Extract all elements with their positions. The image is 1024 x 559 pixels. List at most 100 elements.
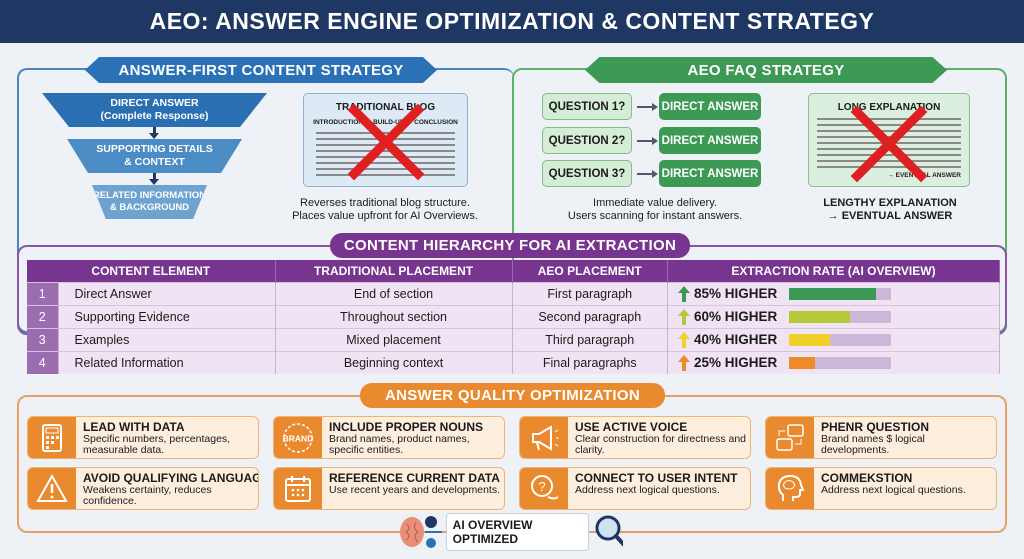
extraction-rate: 40% HIGHER bbox=[693, 332, 778, 347]
row-number: 1 bbox=[27, 281, 59, 305]
direct-answer-3: DIRECT ANSWER bbox=[659, 160, 761, 187]
card-description: Address next logical questions. bbox=[575, 484, 720, 496]
table-row: 2 Supporting Evidence Throughout section… bbox=[27, 304, 1001, 328]
x-mark-icon bbox=[347, 103, 425, 181]
card-description: Brand names $ logical developments. bbox=[821, 433, 925, 456]
aeo-placement: First paragraph bbox=[512, 281, 668, 305]
table-row: 3 Examples Mixed placement Third paragra… bbox=[27, 327, 1001, 351]
question-bubble-icon: ? bbox=[520, 468, 568, 509]
up-arrow-icon bbox=[677, 354, 690, 371]
aeo-placement: Second paragraph bbox=[512, 304, 668, 328]
x-mark-icon bbox=[850, 105, 928, 183]
extraction-rate: 60% HIGHER bbox=[693, 309, 778, 324]
svg-text:BRAND: BRAND bbox=[283, 433, 314, 443]
quality-card: AVOID QUALIFYING LANGUAGE Weakens certai… bbox=[27, 467, 259, 510]
brain-gear-icon bbox=[400, 516, 442, 548]
traditional-placement: End of section bbox=[275, 281, 513, 305]
traditional-placement: Mixed placement bbox=[275, 327, 513, 351]
extraction-rate-cell: 85% HIGHER bbox=[667, 281, 1001, 305]
extraction-rate-cell: 40% HIGHER bbox=[667, 327, 1001, 351]
ai-overview-badge: AI OVERVIEW OPTIMIZED bbox=[398, 512, 623, 552]
extraction-rate-fill bbox=[789, 310, 851, 323]
card-description: Address next logical questions. bbox=[821, 484, 966, 496]
content-element: Related Information bbox=[58, 350, 276, 374]
quality-card: BRAND INCLUDE PROPER NOUNS Brand names, … bbox=[273, 416, 505, 459]
brain-head-icon bbox=[766, 468, 814, 509]
extraction-rate-cell: 60% HIGHER bbox=[667, 304, 1001, 328]
up-arrow-icon bbox=[677, 331, 690, 348]
card-title: PHENR QUESTION bbox=[821, 420, 930, 434]
extraction-rate-fill bbox=[789, 287, 876, 300]
faq-heading: AEO FAQ STRATEGY bbox=[585, 57, 947, 83]
faq-caption-1: Immediate value delivery. bbox=[593, 197, 717, 209]
right-arrow-icon bbox=[637, 170, 658, 178]
card-title: USE ACTIVE VOICE bbox=[575, 420, 688, 434]
funnel-sublabel: & CONTEXT bbox=[124, 156, 185, 168]
card-description: Clear construction for directness and cl… bbox=[575, 433, 746, 456]
content-element: Supporting Evidence bbox=[58, 304, 276, 328]
question-1: QUESTION 1? bbox=[542, 93, 632, 120]
row-number: 2 bbox=[27, 304, 59, 328]
blog-caption-2: Places value upfront for AI Overviews. bbox=[292, 210, 478, 222]
card-title: REFERENCE CURRENT DATA bbox=[329, 471, 500, 485]
traditional-blog-card: TRADITIONAL BLOG INTRODUCTION → BUILD-UP… bbox=[303, 93, 468, 187]
aeo-placement: Final paragraphs bbox=[512, 350, 668, 374]
traditional-placement: Beginning context bbox=[275, 350, 513, 374]
extraction-rate-bar bbox=[789, 333, 892, 346]
content-element: Examples bbox=[58, 327, 276, 351]
calendar-icon bbox=[274, 468, 322, 509]
down-arrow-icon bbox=[149, 173, 159, 185]
quality-card: USE ACTIVE VOICE Clear construction for … bbox=[519, 416, 751, 459]
ai-overview-label: AI OVERVIEW OPTIMIZED bbox=[445, 513, 590, 551]
card-description: Weakens certainty, reduces confidence. bbox=[83, 484, 212, 507]
direct-answer-1: DIRECT ANSWER bbox=[659, 93, 761, 120]
funnel-direct-answer: DIRECT ANSWER(Complete Response) bbox=[42, 93, 267, 127]
question-3: QUESTION 3? bbox=[542, 160, 632, 187]
funnel-supporting-details: SUPPORTING DETAILS& CONTEXT bbox=[67, 139, 242, 173]
warning-icon bbox=[28, 468, 76, 509]
blog-title: TRADITIONAL BLOG bbox=[335, 102, 436, 113]
chat-bubbles-icon bbox=[766, 417, 814, 458]
megaphone-icon bbox=[520, 417, 568, 458]
row-number: 4 bbox=[27, 350, 59, 374]
traditional-placement: Throughout section bbox=[275, 304, 513, 328]
card-title: CONNECT TO USER INTENT bbox=[575, 471, 738, 485]
long-caption-1: LENGTHY EXPLANATION bbox=[823, 197, 957, 209]
funnel-sublabel: & BACKGROUND bbox=[109, 202, 190, 213]
long-explanation-card: LONG EXPLANATION → EVENTUAL ANSWER bbox=[808, 93, 970, 187]
card-title: LEAD WITH DATA bbox=[83, 420, 185, 434]
extraction-rate-cell: 25% HIGHER bbox=[667, 350, 1001, 374]
content-element: Direct Answer bbox=[58, 281, 276, 305]
table-row: 1 Direct Answer End of section First par… bbox=[27, 281, 1001, 305]
card-title: COMMEKSTION bbox=[821, 471, 913, 485]
quality-card: REFERENCE CURRENT DATA Use recent years … bbox=[273, 467, 505, 510]
funnel-label: SUPPORTING DETAILS bbox=[96, 143, 213, 155]
funnel-sublabel: (Complete Response) bbox=[100, 110, 209, 122]
extraction-rate: 85% HIGHER bbox=[693, 286, 778, 301]
col-traditional: TRADITIONAL PLACEMENT bbox=[275, 260, 513, 282]
quality-card: LEAD WITH DATA Specific numbers, percent… bbox=[27, 416, 259, 459]
calculator-icon bbox=[28, 417, 76, 458]
card-description: Specific numbers, percentages, measurabl… bbox=[83, 433, 231, 456]
blog-caption-1: Reverses traditional blog structure. bbox=[300, 197, 470, 209]
col-content-element: CONTENT ELEMENT bbox=[27, 260, 276, 282]
quality-card: COMMEKSTION Address next logical questio… bbox=[765, 467, 997, 510]
extraction-rate-bar bbox=[789, 356, 892, 369]
extraction-rate-fill bbox=[789, 356, 815, 369]
blog-flow: INTRODUCTION → BUILD-UP → CONCLUSION bbox=[313, 119, 458, 126]
svg-text:?: ? bbox=[538, 479, 545, 494]
funnel-label: DIRECT ANSWER bbox=[110, 97, 199, 109]
hierarchy-heading: CONTENT HIERARCHY FOR AI EXTRACTION bbox=[330, 233, 690, 258]
aeo-placement: Third paragraph bbox=[512, 327, 668, 351]
extraction-rate: 25% HIGHER bbox=[693, 355, 778, 371]
col-aeo: AEO PLACEMENT bbox=[512, 260, 668, 282]
quality-card: PHENR QUESTION Brand names $ logical dev… bbox=[765, 416, 997, 459]
extraction-rate-bar bbox=[789, 287, 892, 300]
page-title: AEO: ANSWER ENGINE OPTIMIZATION & CONTEN… bbox=[0, 0, 1024, 43]
down-arrow-icon bbox=[149, 127, 159, 139]
right-arrow-icon bbox=[637, 103, 658, 111]
brand-badge-icon: BRAND bbox=[274, 417, 322, 458]
magnifier-icon bbox=[595, 515, 623, 547]
extraction-rate-bar bbox=[789, 310, 892, 323]
card-title: INCLUDE PROPER NOUNS bbox=[329, 420, 484, 434]
